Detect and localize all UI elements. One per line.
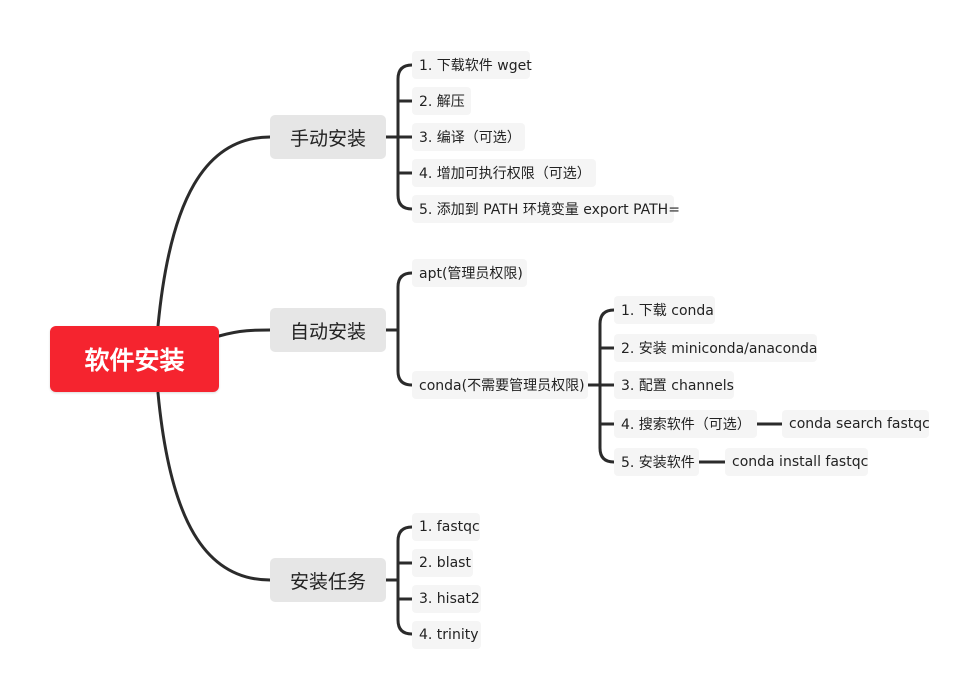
conda-step-install-software[interactable]: 5. 安装软件 (614, 448, 699, 476)
conda-search-command[interactable]: conda search fastqc (782, 410, 930, 438)
link-root-auto (217, 328, 272, 338)
topic-manual-install[interactable]: 手动安装 (270, 115, 386, 159)
conda-step-download[interactable]: 1. 下载 conda (614, 296, 715, 324)
link-root-manual (156, 135, 272, 328)
conda-step-search[interactable]: 4. 搜索软件（可选） (614, 410, 757, 438)
topic-install-tasks[interactable]: 安装任务 (270, 558, 386, 602)
conda-step-channels[interactable]: 3. 配置 channels (614, 371, 734, 399)
auto-apt[interactable]: apt(管理员权限) (412, 259, 527, 287)
manual-step-permission[interactable]: 4. 增加可执行权限（可选） (412, 159, 596, 187)
task-hisat2[interactable]: 3. hisat2 (412, 585, 481, 613)
link-tasks-bracket (396, 525, 414, 636)
manual-step-extract[interactable]: 2. 解压 (412, 87, 471, 115)
manual-step-compile[interactable]: 3. 编译（可选） (412, 123, 525, 151)
task-blast[interactable]: 2. blast (412, 549, 473, 577)
auto-conda[interactable]: conda(不需要管理员权限) (412, 371, 588, 399)
task-trinity[interactable]: 4. trinity (412, 621, 481, 649)
link-auto-bracket (396, 271, 414, 387)
conda-step-install[interactable]: 2. 安装 miniconda/anaconda (614, 334, 818, 362)
task-fastqc[interactable]: 1. fastqc (412, 513, 480, 541)
manual-step-add-path[interactable]: 5. 添加到 PATH 环境变量 export PATH= (412, 195, 680, 223)
root-node[interactable]: 软件安装 (50, 326, 219, 392)
conda-install-command[interactable]: conda install fastqc (725, 448, 868, 476)
manual-step-download[interactable]: 1. 下载软件 wget (412, 51, 532, 79)
topic-auto-install[interactable]: 自动安装 (270, 308, 386, 352)
link-root-tasks (156, 391, 272, 582)
